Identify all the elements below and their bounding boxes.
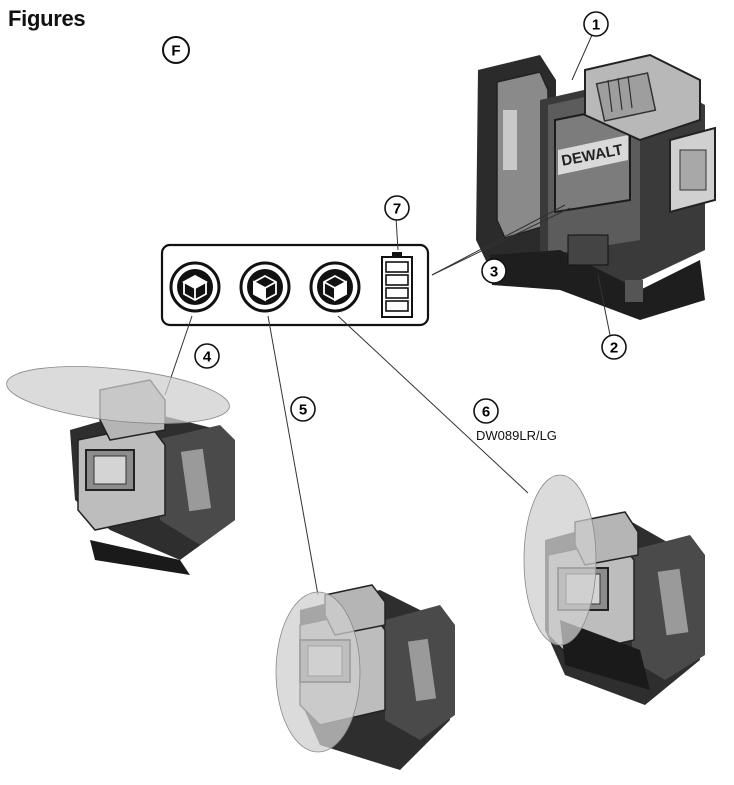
horizontal-plane-mode-button bbox=[171, 263, 219, 311]
svg-text:5: 5 bbox=[299, 402, 307, 419]
figure-letter: F bbox=[171, 43, 180, 60]
svg-text:4: 4 bbox=[203, 349, 212, 366]
callout-3: 3 bbox=[482, 259, 506, 283]
second-vertical-plane-mode-button bbox=[311, 263, 359, 311]
main-laser-unit: DEWALT bbox=[476, 55, 715, 320]
dual-vertical-plane-illustration bbox=[524, 475, 705, 705]
svg-text:1: 1 bbox=[592, 17, 600, 34]
callout-6: 6 bbox=[474, 399, 498, 423]
callout-5: 5 bbox=[291, 397, 315, 421]
callout-1: 1 bbox=[584, 12, 608, 36]
model-note: DW089LR/LG bbox=[476, 428, 557, 443]
svg-text:6: 6 bbox=[482, 404, 490, 421]
vertical-plane-illustration bbox=[276, 585, 455, 770]
control-keypad bbox=[162, 245, 428, 325]
battery-icon bbox=[382, 252, 412, 317]
horizontal-plane-illustration bbox=[4, 357, 235, 575]
vertical-plane-mode-button bbox=[241, 263, 289, 311]
svg-text:7: 7 bbox=[393, 201, 401, 218]
svg-text:3: 3 bbox=[490, 264, 498, 281]
figure-letter-badge: F bbox=[163, 37, 189, 63]
callout-2: 2 bbox=[602, 335, 626, 359]
svg-text:2: 2 bbox=[610, 340, 618, 357]
callout-4: 4 bbox=[195, 344, 219, 368]
callout-7: 7 bbox=[385, 196, 409, 220]
